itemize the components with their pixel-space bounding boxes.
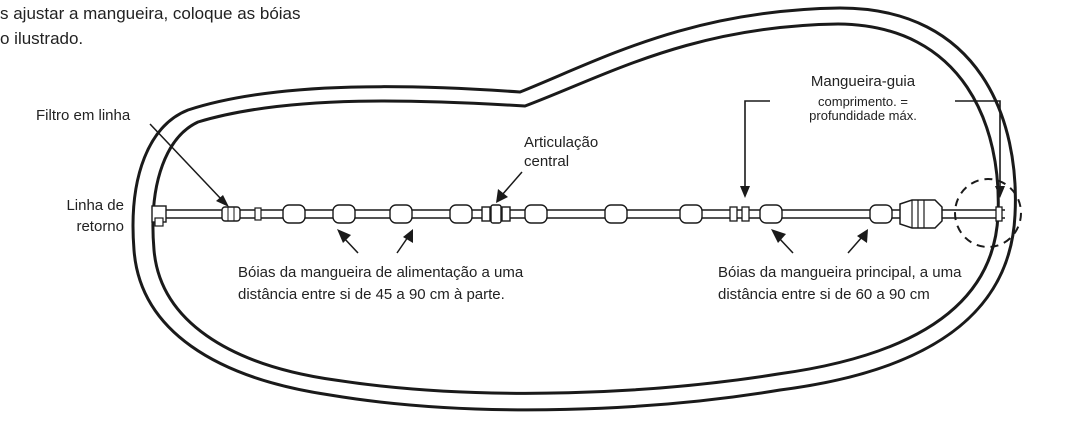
leader-connector (729, 206, 738, 222)
arrowhead (216, 195, 229, 207)
feed-float (449, 204, 473, 224)
arrowhead (496, 189, 508, 203)
central-joint (490, 204, 502, 224)
leader-connector (741, 206, 750, 222)
feed-float (332, 204, 356, 224)
main-float (759, 204, 783, 224)
arrow-shaft (501, 171, 523, 196)
cleaner-head (899, 199, 943, 229)
hose (151, 199, 1005, 229)
central-joint-part (481, 206, 491, 222)
hose-end-fitting (995, 206, 1003, 222)
label-feed-floats-1: Bóias da mangueira de alimentação a uma (238, 264, 524, 281)
filter-arrow (149, 123, 229, 207)
label-leader-hose: Mangueira-guia (810, 73, 916, 90)
bracket-left (744, 100, 770, 188)
arrowhead (337, 229, 351, 243)
label-central-joint-1: Articulação (524, 134, 599, 151)
label-return-line-1: Linha de (66, 197, 124, 214)
hose-fitting (254, 207, 262, 221)
arrowhead (995, 186, 1005, 198)
arrowhead (857, 229, 868, 243)
main-float (524, 204, 548, 224)
main-float (869, 204, 893, 224)
wall-detail-circle (954, 178, 1022, 248)
inline-filter (221, 206, 241, 222)
label-leader-hose-sub-1: comprimento. = (818, 94, 908, 109)
feed-float-arrows (337, 229, 413, 254)
central-joint-part (501, 206, 511, 222)
intro-line-1: s ajustar a mangueira, coloque as bóias (0, 4, 301, 23)
return-line-fitting (154, 217, 164, 227)
label-return-line-2: retorno (76, 218, 124, 235)
arrowhead (740, 186, 750, 198)
arrow-shaft (149, 123, 223, 201)
feed-float (389, 204, 413, 224)
label-central-joint-2: central (524, 153, 570, 170)
pool-outline-inner (151, 22, 1000, 395)
label-inline-filter: Filtro em linha (36, 107, 131, 124)
arrow-shaft (396, 236, 409, 254)
pool-outline-outer (131, 6, 1017, 412)
label-leader-hose-sub-2: profundidade máx. (809, 108, 917, 123)
intro-line-2: o ilustrado. (0, 29, 84, 48)
main-float (679, 204, 703, 224)
label-main-floats-2: distância entre si de 60 a 90 cm (718, 286, 930, 303)
label-feed-floats-2: distância entre si de 45 a 90 cm à parte… (238, 286, 505, 303)
bracket-right (955, 100, 1001, 188)
main-float-arrows (771, 229, 868, 254)
articulation-arrow (496, 171, 523, 203)
arrowhead (771, 229, 786, 243)
arrow-shaft (847, 236, 863, 254)
arrowhead (403, 229, 413, 243)
main-float (604, 204, 628, 224)
label-main-floats-1: Bóias da mangueira principal, a uma (718, 264, 962, 281)
leader-hose-bracket (740, 100, 1005, 198)
feed-float (282, 204, 306, 224)
